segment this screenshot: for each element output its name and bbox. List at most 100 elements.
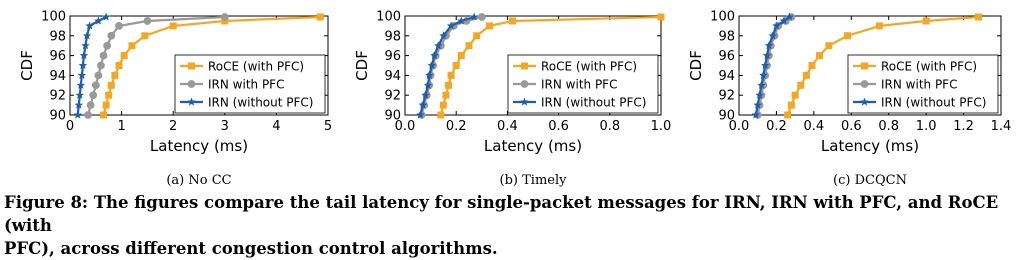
x-tick-label: 1.2 bbox=[953, 119, 974, 134]
data-point-roce bbox=[169, 22, 177, 30]
x-tick-label: 0.0 bbox=[395, 119, 416, 134]
data-point-irn bbox=[425, 71, 434, 79]
data-point-roce bbox=[316, 13, 324, 21]
legend-label-irn: IRN (without PFC) bbox=[881, 96, 986, 110]
data-point-irn bbox=[416, 110, 425, 119]
y-axis-label: CDF bbox=[687, 50, 705, 81]
data-point-roce bbox=[115, 62, 123, 69]
x-tick-label: 5 bbox=[324, 119, 332, 134]
data-point-irn bbox=[755, 90, 764, 99]
data-point-irn bbox=[427, 61, 437, 70]
data-point-irn bbox=[76, 80, 86, 89]
x-tick-label: 0.6 bbox=[841, 119, 862, 134]
data-point-roce bbox=[439, 101, 447, 109]
data-point-irn bbox=[94, 16, 103, 25]
legend-marker-irn-pfc bbox=[860, 80, 869, 88]
data-point-irn-pfc bbox=[86, 101, 95, 109]
y-tick-label: 100 bbox=[376, 10, 401, 25]
x-tick-label: 0.2 bbox=[766, 119, 787, 134]
data-point-irn bbox=[74, 100, 83, 109]
data-point-roce bbox=[111, 71, 119, 79]
data-point-roce bbox=[797, 81, 805, 89]
data-point-roce bbox=[128, 42, 136, 50]
x-tick-label: 1.0 bbox=[916, 119, 937, 134]
y-tick-label: 98 bbox=[384, 29, 401, 44]
x-tick-label: 0 bbox=[66, 119, 74, 134]
legend-label-irn-pfc: IRN with PFC bbox=[208, 78, 284, 92]
y-tick-label: 94 bbox=[718, 69, 735, 84]
data-point-roce bbox=[802, 71, 810, 79]
legend-marker-irn bbox=[520, 97, 529, 106]
y-tick-label: 92 bbox=[718, 89, 735, 104]
subcaption: (b) Timely bbox=[500, 173, 568, 188]
data-point-irn-pfc bbox=[115, 22, 123, 30]
data-point-irn bbox=[761, 61, 770, 70]
series-line-irn bbox=[419, 15, 475, 116]
legend-marker-irn bbox=[187, 97, 196, 106]
x-tick-label: 0.4 bbox=[497, 119, 518, 134]
data-point-irn-pfc bbox=[84, 111, 92, 119]
x-axis-label: Latency (ms) bbox=[821, 137, 919, 155]
x-tick-label: 0.8 bbox=[599, 119, 620, 134]
data-point-irn bbox=[753, 100, 762, 109]
data-point-roce bbox=[808, 62, 816, 69]
legend-marker-roce bbox=[861, 62, 868, 70]
data-point-irn bbox=[446, 21, 456, 30]
data-point-roce bbox=[791, 91, 799, 99]
subcaption: (a) No CC bbox=[166, 173, 231, 188]
plot-frame bbox=[404, 15, 662, 116]
data-point-irn-pfc bbox=[143, 17, 152, 25]
data-point-irn bbox=[434, 41, 443, 50]
x-tick-label: 1.0 bbox=[651, 119, 672, 134]
x-axis-label: Latency (ms) bbox=[484, 137, 582, 155]
data-point-roce bbox=[445, 81, 453, 89]
data-point-roce bbox=[457, 52, 465, 60]
y-tick-label: 98 bbox=[718, 29, 735, 44]
data-point-irn bbox=[772, 21, 781, 30]
x-tick-label: 0.4 bbox=[804, 119, 825, 134]
data-point-irn-pfc bbox=[477, 13, 486, 21]
data-point-irn bbox=[751, 110, 761, 119]
y-tick-label: 90 bbox=[49, 109, 66, 124]
x-tick-label: 4 bbox=[272, 119, 280, 134]
x-tick-label: 3 bbox=[221, 119, 229, 134]
data-point-roce bbox=[107, 81, 115, 89]
data-point-roce bbox=[120, 52, 128, 60]
y-tick-label: 96 bbox=[384, 49, 401, 64]
legend-marker-irn-pfc bbox=[520, 80, 529, 88]
data-point-irn bbox=[759, 71, 768, 79]
data-point-irn bbox=[421, 90, 430, 99]
y-tick-label: 90 bbox=[384, 109, 401, 124]
data-point-roce bbox=[815, 52, 823, 60]
legend-marker-irn bbox=[860, 97, 869, 106]
y-tick-label: 96 bbox=[49, 49, 66, 64]
plot-frame bbox=[738, 15, 1002, 116]
data-point-irn bbox=[469, 12, 479, 21]
legend: RoCE (with PFC) IRN with PFC IRN (without … bbox=[174, 54, 326, 114]
x-tick-label: 0.0 bbox=[729, 119, 750, 134]
plot-frame bbox=[69, 15, 329, 116]
data-point-irn-pfc bbox=[94, 71, 103, 80]
legend-label-irn: IRN (without PFC) bbox=[208, 96, 313, 110]
data-point-roce bbox=[787, 101, 795, 109]
data-point-irn bbox=[768, 31, 777, 40]
y-axis-label: CDF bbox=[353, 50, 371, 81]
data-point-irn bbox=[430, 51, 439, 60]
y-tick-label: 94 bbox=[49, 69, 66, 84]
data-point-irn bbox=[77, 71, 87, 79]
x-tick-label: 0.2 bbox=[446, 119, 467, 134]
data-point-roce bbox=[825, 42, 833, 50]
data-point-irn bbox=[764, 41, 774, 50]
y-tick-label: 98 bbox=[49, 29, 66, 44]
y-axis-label: CDF bbox=[18, 50, 36, 81]
data-point-irn-pfc bbox=[97, 61, 105, 70]
data-point-irn bbox=[439, 31, 448, 40]
legend-label-roce: RoCE (with PFC) bbox=[208, 60, 304, 74]
data-point-roce bbox=[452, 62, 460, 69]
data-point-irn-pfc bbox=[99, 51, 108, 60]
data-point-irn bbox=[79, 51, 89, 60]
